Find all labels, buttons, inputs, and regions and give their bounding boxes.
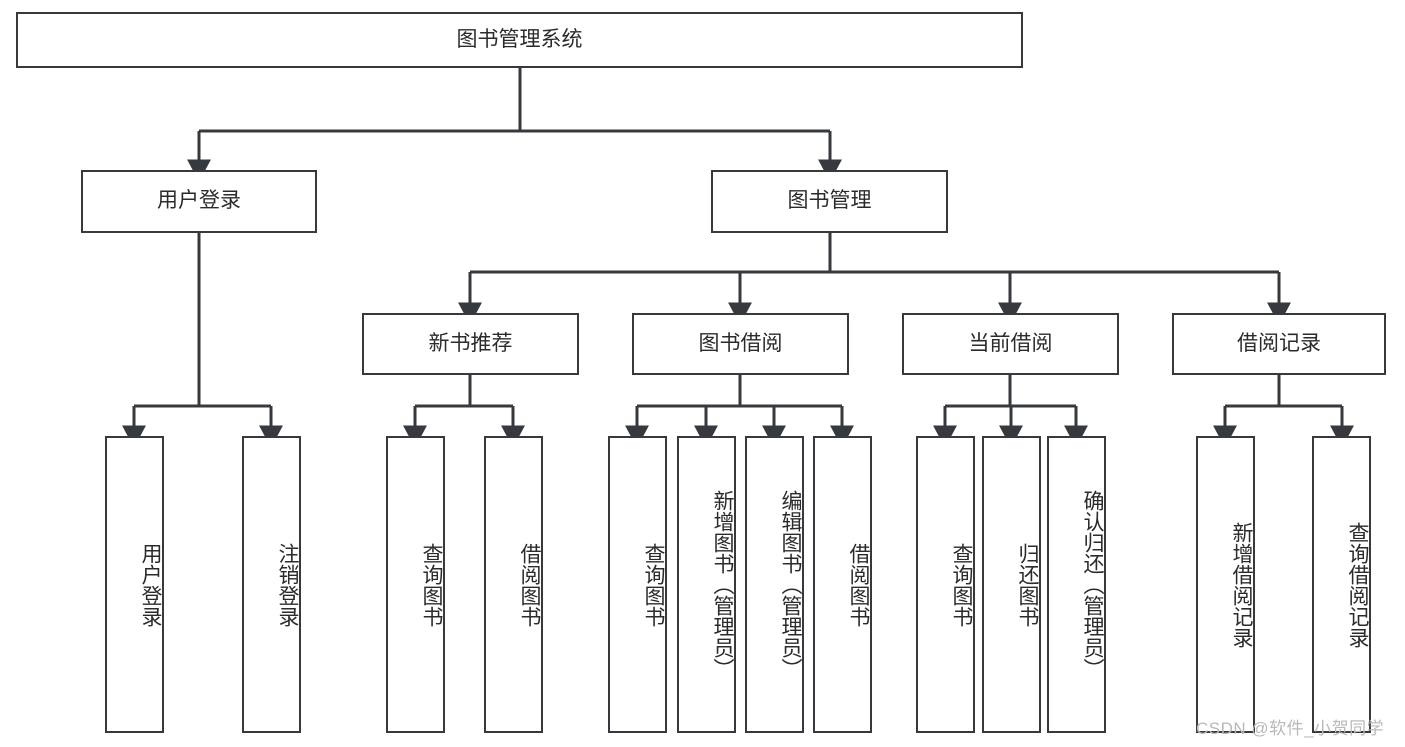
leaf-query-book-recommend[interactable]: 查询图书: [386, 436, 445, 733]
leaf-user-login[interactable]: 用户登录: [105, 436, 164, 733]
node-book-manage[interactable]: 图书管理: [711, 170, 948, 233]
leaf-query-book[interactable]: 查询图书: [608, 436, 667, 733]
leaf-add-borrow-record[interactable]: 新增借阅记录: [1196, 436, 1255, 733]
leaf-borrow-book-recommend[interactable]: 借阅图书: [484, 436, 543, 733]
node-new-book-recommend[interactable]: 新书推荐: [362, 313, 579, 375]
csdn-watermark: CSDN @软件_小贺同学: [1196, 719, 1385, 738]
leaf-return-book[interactable]: 归还图书: [982, 436, 1041, 733]
leaf-logout-login[interactable]: 注销登录: [242, 436, 301, 733]
node-user-login[interactable]: 用户登录: [81, 170, 317, 233]
node-root[interactable]: 图书管理系统: [16, 12, 1023, 68]
node-book-borrow[interactable]: 图书借阅: [632, 313, 849, 375]
leaf-edit-book-admin[interactable]: 编辑图书（管理员）: [745, 436, 804, 733]
node-borrow-record[interactable]: 借阅记录: [1172, 313, 1386, 375]
leaf-query-book-current[interactable]: 查询图书: [916, 436, 975, 733]
node-current-borrow[interactable]: 当前借阅: [902, 313, 1119, 375]
leaf-query-borrow-record[interactable]: 查询借阅记录: [1312, 436, 1371, 733]
leaf-add-book-admin[interactable]: 新增图书（管理员）: [677, 436, 736, 733]
leaf-borrow-book[interactable]: 借阅图书: [813, 436, 872, 733]
leaf-confirm-return-admin[interactable]: 确认归还（管理员）: [1047, 436, 1106, 733]
